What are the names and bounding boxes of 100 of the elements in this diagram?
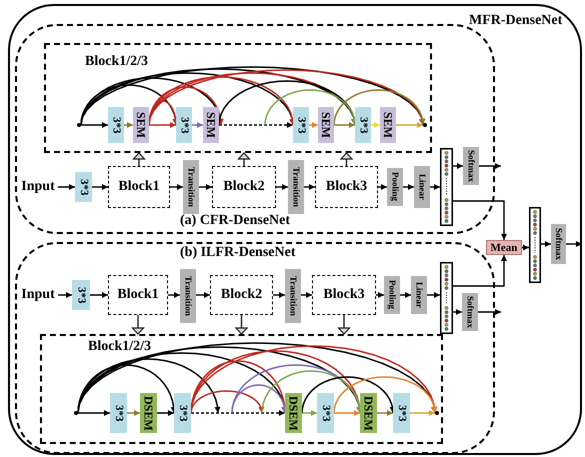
sem-module-box: SEM bbox=[380, 107, 396, 143]
dense-block-panel bbox=[40, 334, 443, 444]
conv-layer-box: 3*3 bbox=[108, 107, 124, 143]
arrow bbox=[58, 292, 72, 298]
arrow bbox=[199, 184, 212, 190]
arrow bbox=[58, 184, 75, 190]
dense-connection-arrow bbox=[190, 345, 438, 414]
input-label: Input bbox=[18, 287, 58, 303]
dense-connection-arrow bbox=[80, 66, 425, 126]
conv-layer-box: 3*3 bbox=[110, 393, 127, 433]
section-title: (b) ILFR-DenseNet bbox=[180, 245, 296, 261]
arrow bbox=[453, 255, 507, 287]
input-label: Input bbox=[18, 179, 58, 195]
arrow bbox=[302, 410, 317, 416]
dense-connection-arrow bbox=[264, 89, 358, 126]
sem-module-box: SEM bbox=[203, 107, 219, 143]
dense-connection-arrow bbox=[333, 376, 438, 414]
conv-layer-box: 3*3 bbox=[174, 393, 191, 433]
arrow bbox=[127, 410, 140, 416]
dense-connection-arrow bbox=[148, 76, 296, 126]
conv-layer-box: 3*3 bbox=[293, 107, 309, 143]
arrow bbox=[78, 410, 110, 416]
hollow-arrow bbox=[238, 152, 250, 166]
arrow bbox=[219, 122, 293, 128]
network-frame bbox=[8, 4, 582, 455]
arrow bbox=[566, 241, 582, 247]
dense-connection-arrow bbox=[301, 376, 396, 414]
layer-box: Transition bbox=[180, 269, 196, 323]
layer-box: Transition bbox=[288, 160, 304, 214]
arrow bbox=[168, 292, 180, 298]
dense-block-panel bbox=[44, 43, 432, 153]
dsem-module-box: DSEM bbox=[140, 393, 157, 433]
arrow bbox=[396, 122, 423, 128]
dsem-module-box: DSEM bbox=[285, 393, 302, 433]
arrow bbox=[453, 309, 462, 315]
layer-box: Pooling bbox=[387, 168, 403, 206]
arrow bbox=[453, 200, 507, 240]
arrow bbox=[410, 410, 435, 416]
dense-block-box: Block1 bbox=[108, 275, 168, 315]
dense-block-box: Block1 bbox=[108, 166, 170, 208]
arrow bbox=[124, 122, 133, 128]
dense-block-box: Block2 bbox=[212, 166, 276, 208]
conv-layer-box: 3*3 bbox=[75, 172, 92, 202]
arrow bbox=[378, 184, 387, 190]
section-title: Block1/2/3 bbox=[88, 339, 152, 355]
dense-connection-arrow bbox=[148, 69, 425, 126]
junction-dot bbox=[74, 411, 78, 415]
arrow bbox=[334, 122, 355, 128]
conv-layer-box: 3*3 bbox=[72, 280, 90, 310]
arrow bbox=[273, 292, 285, 298]
section-title: (a) CFR-DenseNet bbox=[180, 213, 290, 229]
junction-dot bbox=[435, 411, 439, 415]
arrow bbox=[453, 163, 463, 169]
dense-block-box: Block3 bbox=[312, 275, 376, 315]
layer-box: Linear bbox=[414, 166, 430, 208]
arrow bbox=[334, 410, 360, 416]
junction-dot bbox=[423, 123, 427, 127]
dense-connection-arrow bbox=[77, 358, 220, 414]
conv-layer-box: 3*3 bbox=[355, 107, 371, 143]
hollow-arrow bbox=[340, 152, 353, 166]
layer-box: Softmax bbox=[462, 293, 478, 331]
arrow bbox=[478, 309, 501, 315]
hollow-arrow bbox=[338, 315, 350, 335]
arrow bbox=[196, 292, 210, 298]
arrow bbox=[522, 244, 529, 250]
layer-box: Softmax bbox=[463, 147, 479, 185]
hollow-arrow bbox=[132, 152, 146, 166]
arrow bbox=[541, 241, 551, 247]
mean-box: Mean bbox=[486, 240, 522, 255]
arrow bbox=[427, 292, 440, 298]
layer-box: Pooling bbox=[384, 276, 400, 314]
arrow bbox=[170, 184, 183, 190]
arrow bbox=[191, 410, 285, 416]
conv-layer-box: 3*3 bbox=[176, 107, 192, 143]
arrow bbox=[90, 292, 108, 298]
arrow bbox=[403, 184, 414, 190]
dense-connection-arrow bbox=[333, 89, 426, 126]
arrow bbox=[479, 163, 501, 169]
arrow bbox=[81, 122, 108, 128]
arrow bbox=[371, 122, 380, 128]
dense-connection-arrow bbox=[148, 86, 224, 126]
arrow bbox=[92, 184, 108, 190]
section-title: Block1/2/3 bbox=[85, 54, 148, 70]
dense-block-box: Block3 bbox=[315, 166, 378, 208]
layer-box: Transition bbox=[285, 269, 301, 323]
dsem-module-box: DSEM bbox=[360, 393, 377, 433]
dense-connection-arrow bbox=[80, 68, 357, 126]
conv-layer-box: 3*3 bbox=[393, 393, 410, 433]
arrow bbox=[157, 410, 174, 416]
arrow bbox=[301, 292, 312, 298]
hollow-arrow bbox=[132, 315, 144, 335]
arrow bbox=[304, 184, 315, 190]
arrow bbox=[149, 122, 176, 128]
arrow bbox=[430, 184, 440, 190]
branch-region bbox=[15, 24, 495, 234]
dense-connection-arrow bbox=[190, 390, 264, 414]
section-title: MFR-DenseNet bbox=[469, 13, 562, 29]
conv-layer-box: 3*3 bbox=[317, 393, 334, 433]
arrow bbox=[377, 410, 393, 416]
dense-block-box: Block2 bbox=[210, 275, 273, 315]
